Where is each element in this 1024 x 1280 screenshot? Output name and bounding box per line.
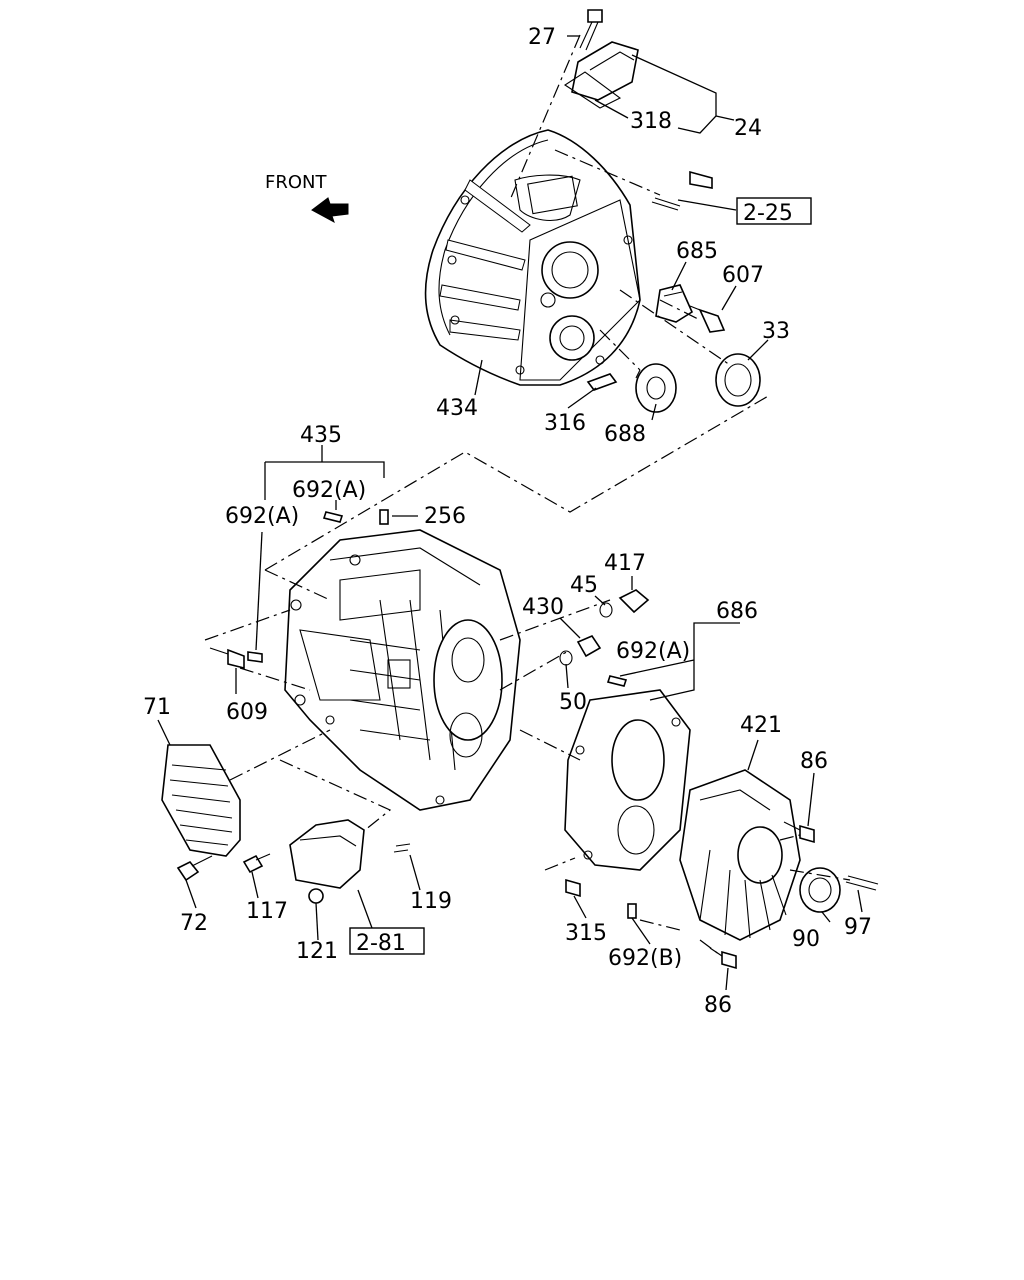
bolt-607: [689, 305, 726, 333]
front-arrow-icon: [311, 197, 349, 224]
label-435: 435: [300, 423, 342, 448]
label-86-top: 86: [800, 749, 828, 774]
label-24: 24: [734, 116, 762, 141]
clutch-housing-434: [424, 129, 641, 386]
washer-50: [559, 650, 573, 666]
pin-692a-mid: [606, 675, 628, 687]
label-692a-left: 692(A): [225, 504, 299, 529]
label-315: 315: [565, 921, 607, 946]
ref-box-2-25-label: 2-25: [743, 201, 793, 226]
pin-256: [379, 509, 389, 525]
pto-cover-2-81: [289, 819, 365, 889]
bolt-315: [565, 878, 581, 898]
front-label: FRONT: [265, 172, 327, 193]
label-434: 434: [436, 396, 478, 421]
label-90: 90: [792, 927, 820, 952]
bolt-27: [579, 9, 603, 51]
label-430: 430: [522, 595, 564, 620]
transmission-case-435: [284, 529, 521, 811]
assembly-lines: [204, 34, 851, 956]
label-609: 609: [226, 700, 268, 725]
label-45: 45: [570, 573, 598, 598]
bearing-688: [635, 363, 677, 413]
label-688: 688: [604, 422, 646, 447]
stud-2-25: [651, 170, 713, 211]
stud-97: [845, 875, 879, 891]
plug-430: [576, 635, 602, 658]
label-97: 97: [844, 915, 872, 940]
plate-316: [586, 373, 618, 391]
pin-692a-left: [247, 651, 263, 663]
rear-cover-421: [679, 769, 801, 941]
label-316: 316: [544, 411, 586, 436]
plug-417: [618, 589, 650, 614]
plate-686: [564, 689, 691, 871]
washer-45: [599, 602, 613, 618]
cover-24: [563, 41, 639, 109]
label-692a-top: 692(A): [292, 478, 366, 503]
label-318: 318: [630, 109, 672, 134]
seal-90: [799, 867, 841, 913]
label-121: 121: [296, 939, 338, 964]
label-72: 72: [180, 911, 208, 936]
label-692b: 692(B): [608, 946, 682, 971]
label-686: 686: [716, 599, 758, 624]
label-692a-mid: 692(A): [616, 639, 690, 664]
bolt-86-top: [783, 821, 815, 844]
pin-692a-top: [322, 511, 344, 523]
bolt-72: [176, 855, 213, 882]
nut-121: [308, 888, 324, 904]
ref-box-2-81-label: 2-81: [356, 931, 406, 956]
leader-lines: [157, 35, 863, 991]
bolt-86-bot: [709, 947, 737, 970]
label-33: 33: [762, 319, 790, 344]
front-indicator: FRONT: [265, 172, 349, 224]
part-labels: 27 318 24 685 607 33 434 316 688 435 692…: [143, 25, 872, 1018]
cover-71: [161, 744, 241, 857]
pin-692b: [627, 903, 637, 919]
bolt-609: [209, 647, 245, 670]
label-27: 27: [528, 25, 556, 50]
bracket-685: [655, 284, 694, 323]
label-117: 117: [246, 899, 288, 924]
label-256: 256: [424, 504, 466, 529]
label-607: 607: [722, 263, 764, 288]
seal-33: [715, 353, 761, 407]
bolt-117: [242, 853, 271, 874]
label-86-bot: 86: [704, 993, 732, 1018]
label-71: 71: [143, 695, 171, 720]
ref-box-2-25[interactable]: 2-25: [736, 197, 812, 226]
label-421: 421: [740, 713, 782, 738]
stud-119: [393, 843, 411, 853]
ref-box-2-81[interactable]: 2-81: [349, 927, 425, 956]
label-417: 417: [604, 551, 646, 576]
label-50: 50: [559, 690, 587, 715]
label-685: 685: [676, 239, 718, 264]
label-119: 119: [410, 889, 452, 914]
